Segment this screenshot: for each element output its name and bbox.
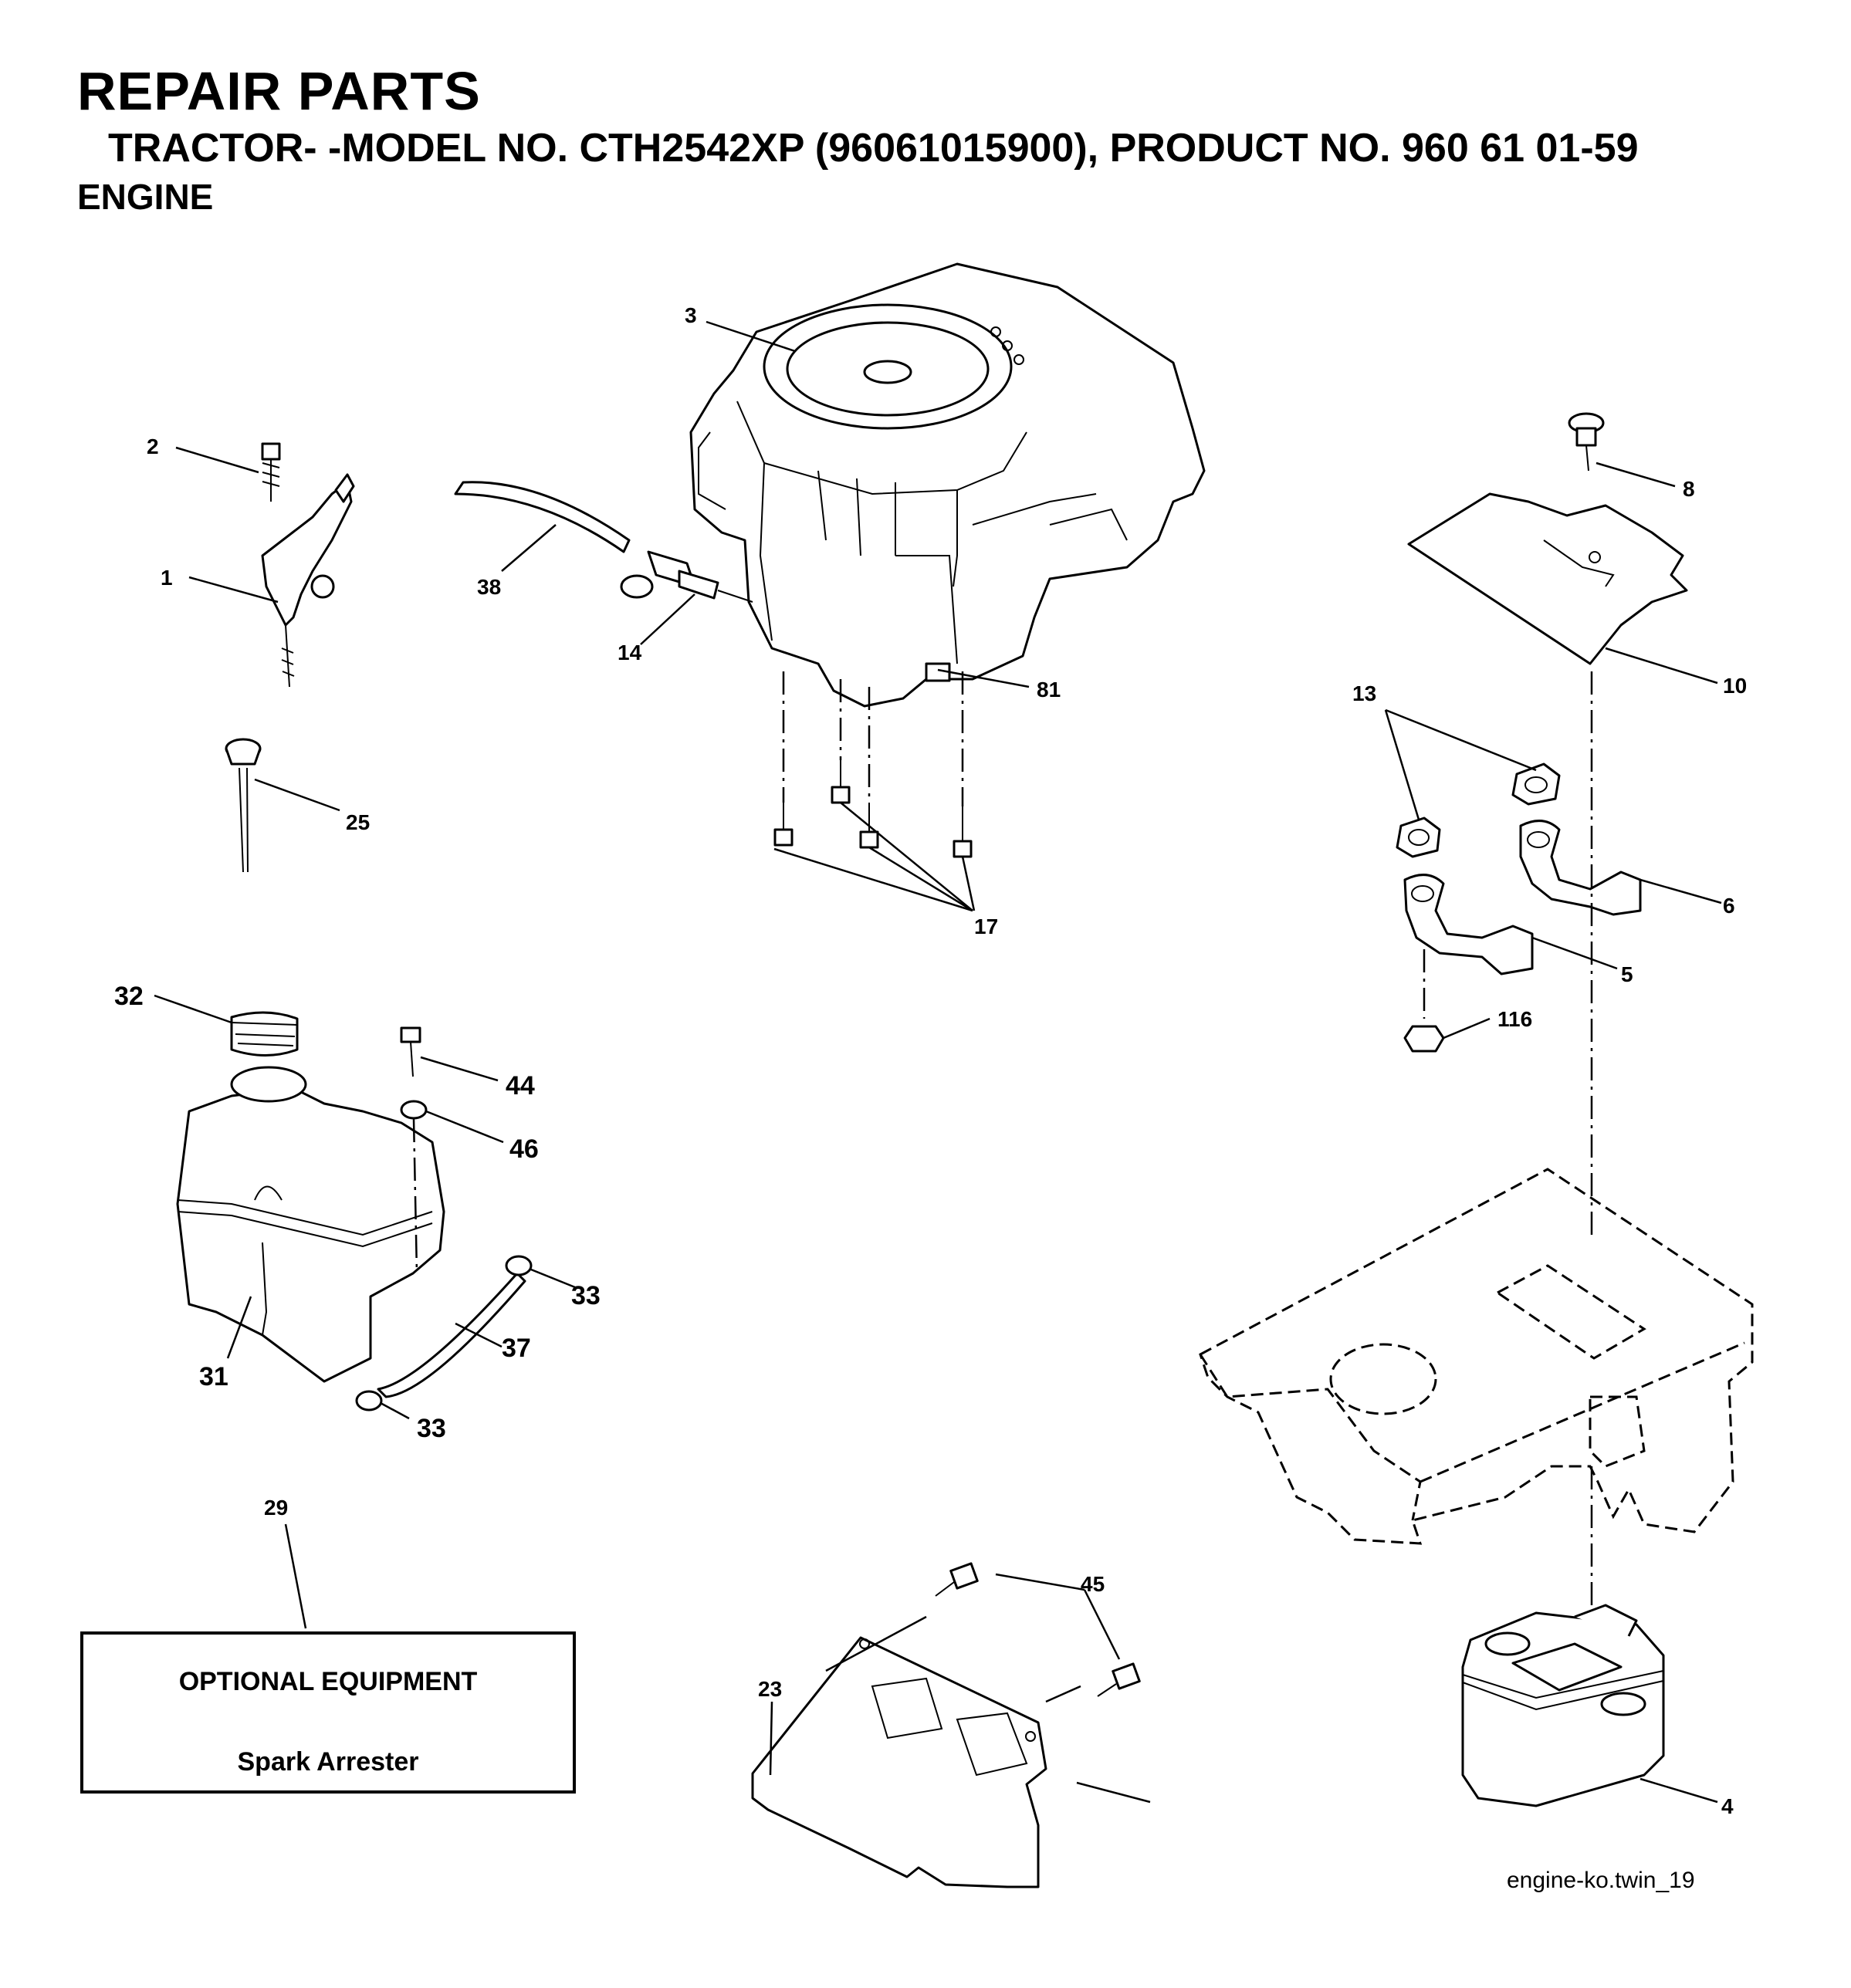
callout-1: 1 (161, 566, 173, 590)
callout-38: 38 (477, 575, 501, 599)
debris-shield-part (751, 1562, 1141, 1888)
exhaust-pipes-part (1396, 671, 1642, 1235)
callout-37: 37 (502, 1334, 531, 1363)
callout-116: 116 (1497, 1007, 1532, 1031)
callout-44: 44 (506, 1071, 535, 1100)
optional-equipment-item: Spark Arrester (237, 1747, 419, 1777)
leader-lines (154, 320, 1722, 1804)
muffler-part (1461, 1466, 1665, 1807)
callout-33-upper: 33 (571, 1281, 601, 1310)
callout-6: 6 (1723, 894, 1735, 918)
engine-part (689, 262, 1206, 708)
drawing-reference: engine-ko.twin_19 (1507, 1868, 1695, 1893)
callout-10: 10 (1723, 674, 1747, 698)
fuel-tank-part (176, 1011, 445, 1383)
callout-4: 4 (1721, 1794, 1734, 1818)
callout-23: 23 (758, 1677, 782, 1701)
callout-25: 25 (346, 810, 370, 834)
callout-3: 3 (685, 303, 697, 327)
callout-2: 2 (147, 434, 159, 458)
section-title: ENGINE (77, 177, 214, 217)
tank-fasteners-part (355, 1026, 533, 1412)
optional-equipment-box: OPTIONAL EQUIPMENT Spark Arrester (80, 1631, 576, 1794)
callout-46: 46 (509, 1134, 539, 1164)
heat-shield-part (1407, 412, 1688, 665)
tractor-frame (1199, 1168, 1754, 1545)
callout-29: 29 (264, 1496, 288, 1520)
throttle-bracket-part (261, 442, 355, 688)
callout-13: 13 (1352, 681, 1376, 705)
callout-8: 8 (1683, 477, 1695, 501)
callout-14: 14 (618, 641, 642, 664)
model-subtitle: TRACTOR- -MODEL NO. CTH2542XP (960610159… (108, 126, 1639, 171)
callout-45: 45 (1081, 1572, 1105, 1596)
callout-81: 81 (1037, 678, 1061, 702)
dipstick-part (225, 738, 262, 873)
callout-32: 32 (114, 982, 144, 1011)
fuel-hose-part (454, 481, 753, 603)
page-title: REPAIR PARTS (77, 61, 481, 121)
callout-17: 17 (974, 915, 998, 938)
callout-31: 31 (199, 1362, 228, 1391)
optional-equipment-title: OPTIONAL EQUIPMENT (178, 1667, 478, 1696)
callout-5: 5 (1621, 962, 1633, 986)
callout-33-lower: 33 (417, 1414, 446, 1443)
